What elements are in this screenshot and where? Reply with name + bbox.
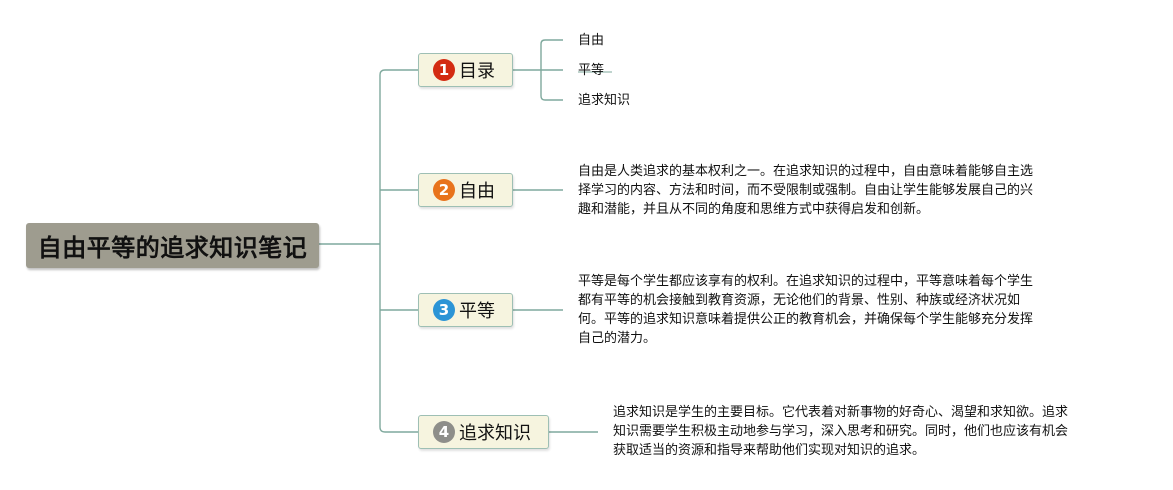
paragraph-line: 何。平等的追求知识意味着提供公正的教育机会，并确保每个学生能够充分发挥 bbox=[578, 312, 1034, 327]
paragraph-line: 平等是每个学生都应该享有的权利。在追求知识的过程中，平等意味着每个学生 bbox=[578, 274, 1034, 289]
equality-paragraph[interactable]: 平等是每个学生都应该享有的权利。在追求知识的过程中，平等意味着每个学生 都有平等… bbox=[578, 272, 1078, 348]
paragraph-line: 追求知识是学生的主要目标。它代表着对新事物的好奇心、渴望和求知欲。追求 bbox=[613, 405, 1069, 420]
paragraph-line: 获取适当的资源和指导来帮助他们实现对知识的追求。 bbox=[613, 443, 926, 458]
paragraph-line: 趣和潜能，并且从不同的角度和思维方式中获得启发和创新。 bbox=[578, 202, 930, 217]
root-node[interactable]: 自由平等的追求知识笔记 bbox=[26, 223, 319, 268]
branch-node-knowledge[interactable]: 4 追求知识 bbox=[418, 415, 549, 449]
paragraph-line: 知识需要学生积极主动地参与学习，深入思考和研究。同时，他们也应该有机会 bbox=[613, 424, 1069, 439]
number-badge-icon: 2 bbox=[433, 179, 455, 201]
branch-connector-1 bbox=[379, 69, 419, 244]
branch-label: 追求知识 bbox=[459, 423, 531, 444]
knowledge-paragraph[interactable]: 追求知识是学生的主要目标。它代表着对新事物的好奇心、渴望和求知欲。追求 知识需要… bbox=[613, 403, 1113, 460]
toc-item-equality[interactable]: 平等 bbox=[578, 63, 605, 78]
branch-node-equality[interactable]: 3 平等 bbox=[418, 293, 513, 327]
number-badge-icon: 4 bbox=[433, 421, 455, 443]
number-badge-icon: 1 bbox=[433, 59, 455, 81]
paragraph-line: 自由是人类追求的基本权利之一。在追求知识的过程中，自由意味着能够自主选 bbox=[578, 164, 1034, 179]
branch-node-toc[interactable]: 1 目录 bbox=[418, 53, 513, 87]
toc-item-knowledge[interactable]: 追求知识 bbox=[578, 93, 631, 108]
branch-label: 自由 bbox=[459, 181, 495, 202]
branch-node-freedom[interactable]: 2 自由 bbox=[418, 173, 513, 207]
paragraph-line: 都有平等的机会接触到教育资源，无论他们的背景、性别、种族或经济状况如 bbox=[578, 293, 1021, 308]
toc-item-freedom[interactable]: 自由 bbox=[578, 33, 605, 48]
branch-connector-4 bbox=[379, 244, 419, 433]
paragraph-line: 自己的潜力。 bbox=[578, 331, 657, 346]
paragraph-line: 择学习的内容、方法和时间，而不受限制或强制。自由让学生能够发展自己的兴 bbox=[578, 183, 1034, 198]
toc-leaf-connector-3 bbox=[540, 70, 563, 101]
freedom-paragraph[interactable]: 自由是人类追求的基本权利之一。在追求知识的过程中，自由意味着能够自主选 择学习的… bbox=[578, 162, 1078, 219]
number-badge-icon: 3 bbox=[433, 299, 455, 321]
branch-label: 平等 bbox=[459, 301, 495, 322]
branch-label: 目录 bbox=[459, 61, 495, 82]
toc-leaf-connector-1 bbox=[540, 39, 563, 70]
root-title: 自由平等的追求知识笔记 bbox=[37, 234, 308, 262]
